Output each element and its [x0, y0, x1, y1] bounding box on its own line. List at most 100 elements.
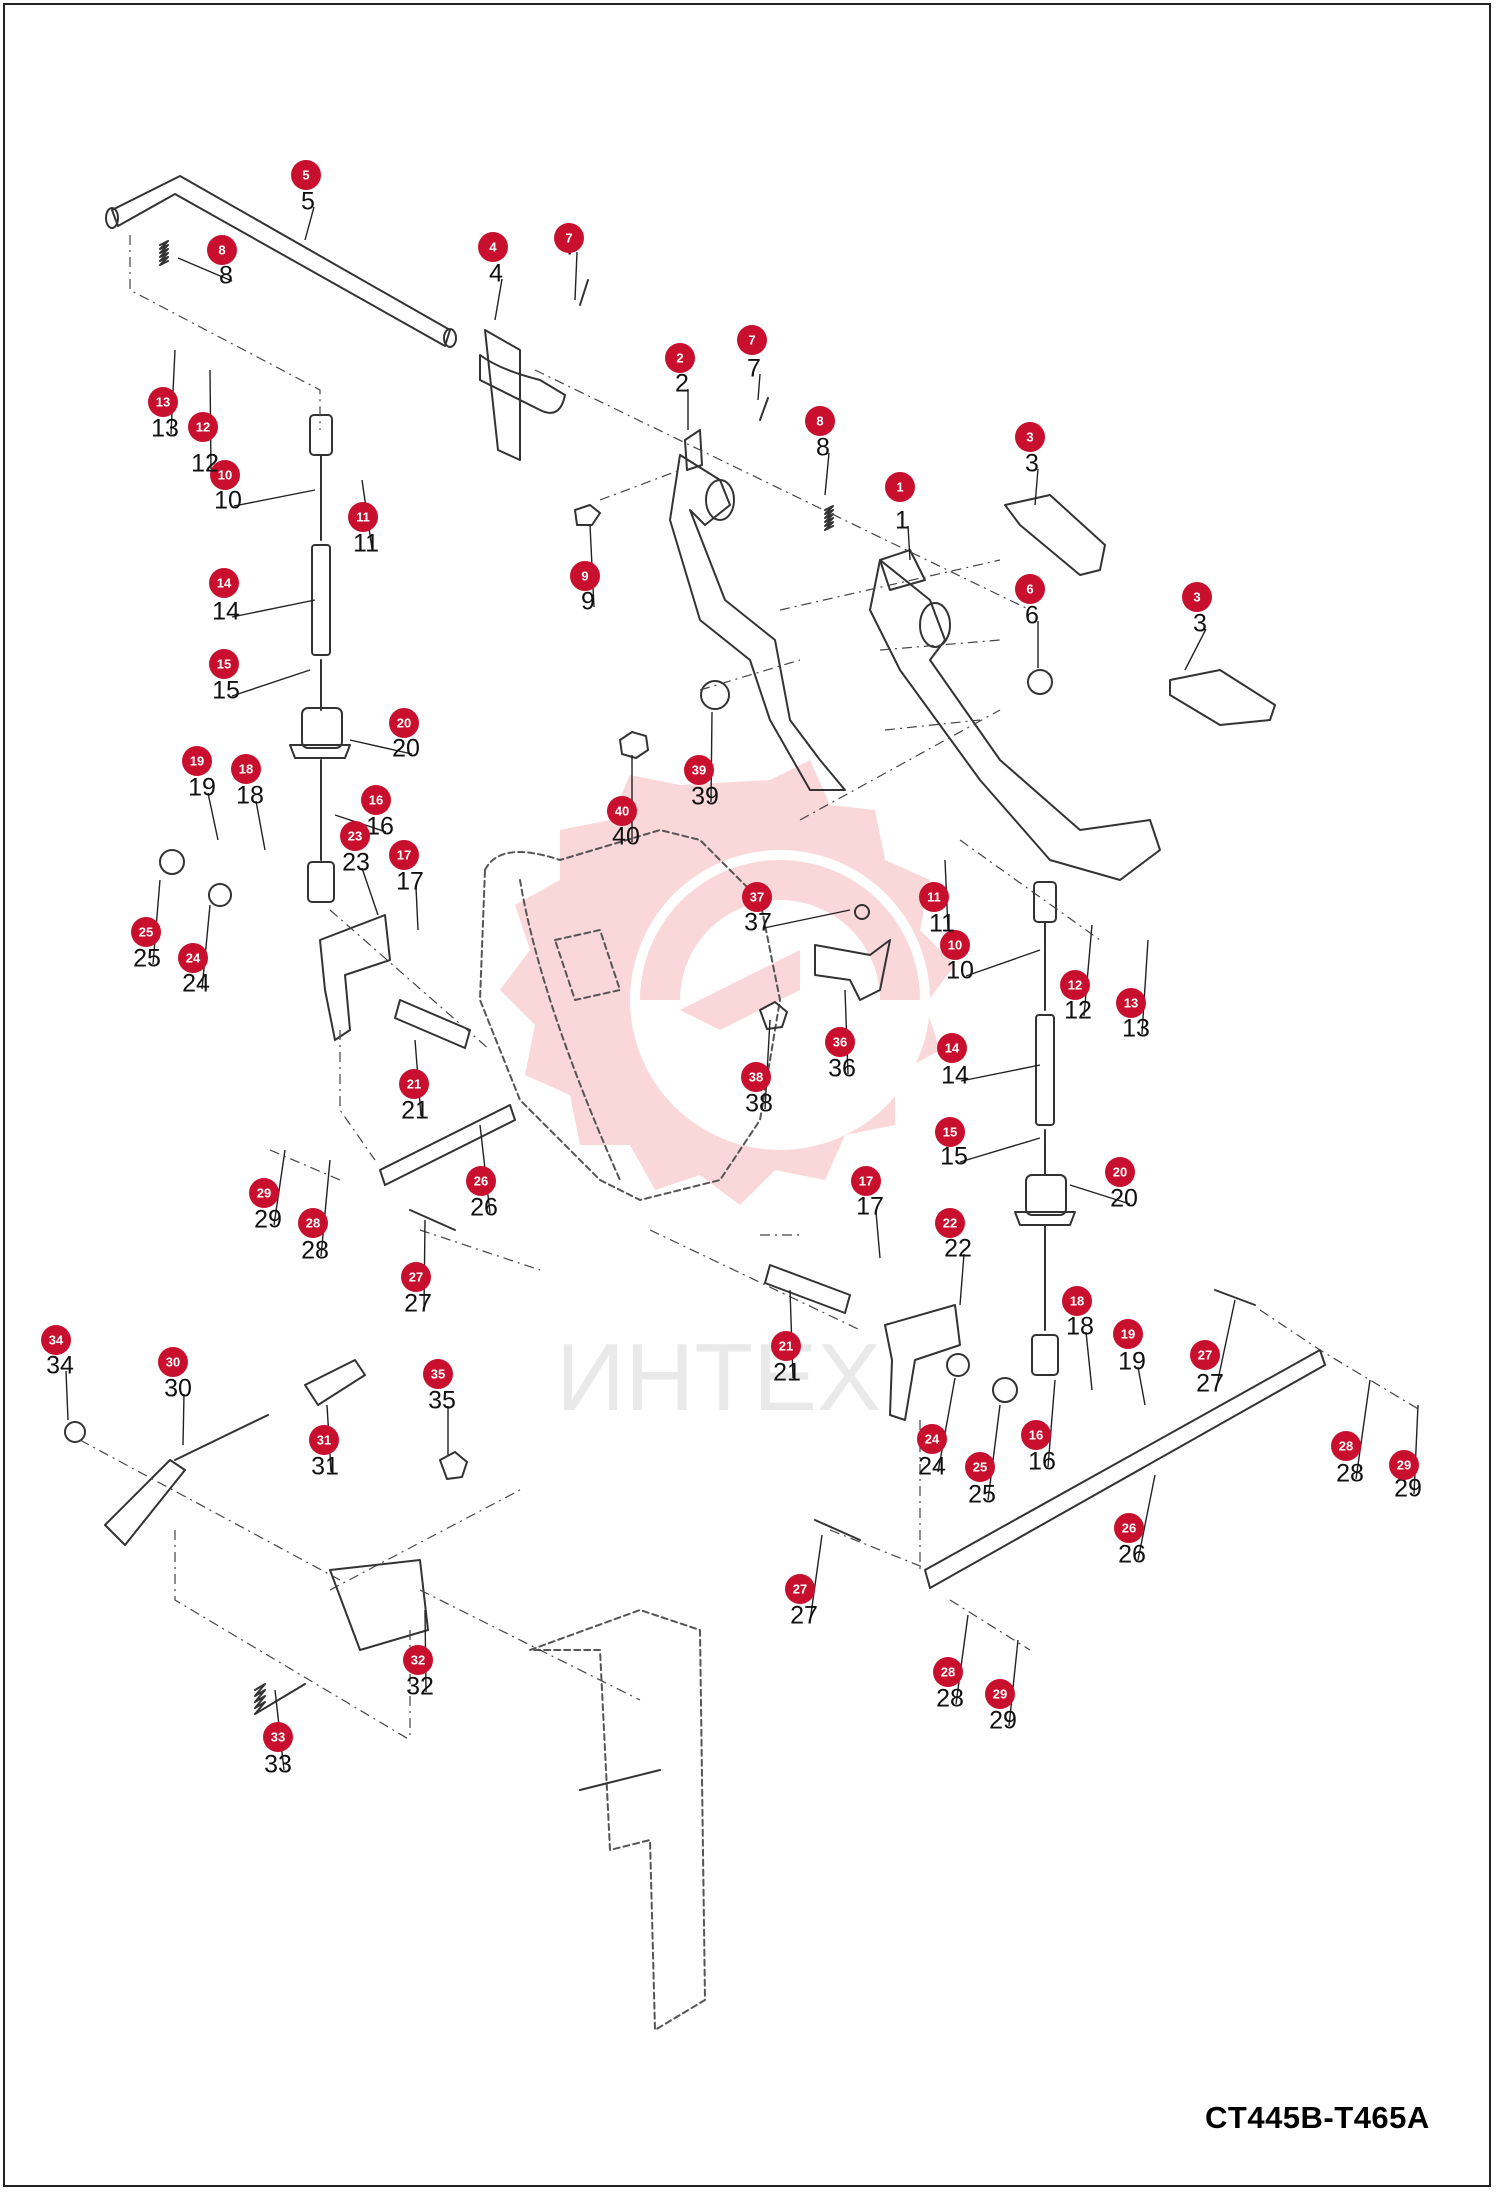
- callout-labels: 1122333344556677778888991010101011111111…: [41, 160, 1422, 1779]
- slot-line: [579, 1769, 661, 1791]
- callout-number: 21: [401, 1097, 429, 1125]
- callout-badge-number: 19: [1121, 1326, 1135, 1341]
- tension-spring-part: [254, 1683, 306, 1715]
- callout-badge-number: 34: [49, 1332, 64, 1347]
- callout-number: 15: [940, 1143, 968, 1171]
- callout-badge-number: 7: [748, 332, 755, 347]
- callout-leader-line: [955, 1614, 969, 1705]
- clevis-pin-part: [409, 1209, 456, 1231]
- callout-badge-number: 9: [581, 568, 588, 583]
- callout-number: 22: [944, 1235, 972, 1263]
- callout-badge-number: 15: [943, 1124, 957, 1139]
- assembly-guide-line: [534, 369, 1031, 611]
- callout-leader-line: [875, 1211, 881, 1259]
- callout-badge: [1389, 1450, 1419, 1480]
- callout-badge-number: 25: [139, 924, 153, 939]
- callout-number: 4: [489, 260, 503, 288]
- callout-number: 40: [612, 823, 640, 851]
- callout-badge-number: 13: [156, 394, 170, 409]
- callout-leader-line: [574, 251, 578, 301]
- callout-number: 20: [392, 735, 420, 763]
- callout-number: 32: [406, 1673, 434, 1701]
- clevis-pin-part: [1214, 1289, 1256, 1306]
- callout-leader-line: [1215, 1299, 1236, 1390]
- callout-badge-number: 14: [945, 1040, 960, 1055]
- assembly-guide-line: [174, 1530, 411, 1741]
- callout-number: 19: [1118, 1348, 1146, 1376]
- callout-2: 22: [665, 343, 695, 398]
- assembly-guide-line: [699, 659, 801, 691]
- callout-badge-number: 21: [779, 1338, 793, 1353]
- callout-number: 9: [581, 588, 595, 616]
- callout-badge: [209, 568, 239, 598]
- callout-badge-number: 18: [1070, 1293, 1084, 1308]
- callout-badge-number: 17: [859, 1173, 873, 1188]
- shaft-arm-part: [479, 329, 566, 461]
- callout-leader-line: [1413, 1404, 1419, 1495]
- callout-leader-line: [65, 1370, 69, 1421]
- assembly-guide-line: [129, 235, 321, 430]
- callout-number: 8: [219, 262, 233, 290]
- callout-leader-line: [361, 867, 379, 916]
- assembly-guide-line: [269, 1149, 341, 1181]
- callout-badge: [188, 412, 218, 442]
- callout-number: 29: [989, 1707, 1017, 1735]
- callout-badge: [805, 406, 835, 436]
- callout-badge: [785, 1574, 815, 1604]
- callout-leader-line: [710, 711, 713, 803]
- callout-leader-line: [423, 1219, 426, 1310]
- callout-number: 38: [745, 1090, 773, 1118]
- callout-badge-number: 18: [239, 761, 253, 776]
- callout-leader-line: [987, 1404, 1001, 1501]
- callout-badge-number: 8: [218, 242, 225, 257]
- callout-number: 17: [856, 1193, 884, 1221]
- callout-badge-number: 33: [271, 1729, 285, 1744]
- cross-shaft-part: [105, 175, 457, 348]
- callout-badge: [263, 1722, 293, 1752]
- bolt-part: [759, 1001, 788, 1030]
- callout-badge-number: 32: [411, 1652, 425, 1667]
- callout-badge: [1114, 1513, 1144, 1543]
- pivot-bracket-part: [329, 1559, 429, 1651]
- drawing-code-label: CT445B-T465A: [1205, 2100, 1430, 2135]
- callout-number: 2: [675, 370, 689, 398]
- callout-number: 3: [1025, 450, 1039, 478]
- callout-badge-number: 29: [1397, 1457, 1411, 1472]
- callout-number: 34: [46, 1352, 74, 1380]
- callout-4: 44: [478, 232, 508, 288]
- callout-leader-line: [1141, 939, 1149, 1035]
- threaded-pivot-part: [764, 1264, 851, 1314]
- callout-badge-number: 24: [186, 950, 201, 965]
- watermark-text: ИНТЕХ: [556, 1324, 881, 1431]
- callout-badge-number: 10: [948, 937, 962, 952]
- callout-number: 28: [1336, 1460, 1364, 1488]
- callout-badge: [291, 160, 321, 190]
- callout-badge: [207, 235, 237, 265]
- callout-badge: [919, 882, 949, 912]
- callout-badge-number: 25: [973, 1459, 987, 1474]
- callout-leader-line: [907, 525, 911, 561]
- clevis-pin-part: [814, 1519, 861, 1541]
- callout-leader-line: [273, 1149, 286, 1226]
- callout-badge-number: 26: [474, 1173, 488, 1188]
- callout-number: 11: [353, 530, 379, 558]
- callout-badge: [1060, 970, 1090, 1000]
- callout-badge-number: 2: [676, 350, 683, 365]
